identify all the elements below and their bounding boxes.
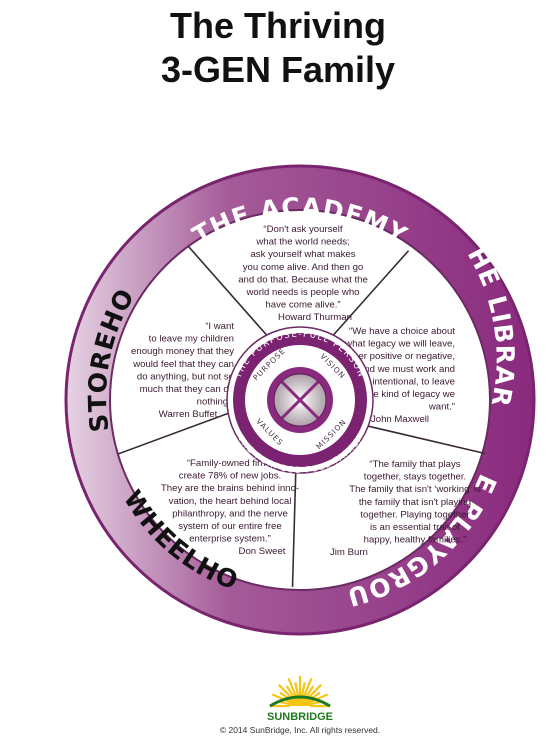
quote-line: together. Playing together (360, 509, 470, 520)
quote-playground: “The family that plays together, stays to… (330, 459, 481, 558)
quote-academy: “Don't ask yourself what the world needs;… (238, 224, 368, 323)
divider-academy-library (327, 250, 410, 342)
quote-author: Jim Burn (330, 547, 368, 558)
quote-line: “I want (205, 321, 234, 332)
sun-ray (294, 682, 300, 697)
sunbridge-logo: SUNBRIDGE (267, 676, 333, 723)
quote-line: be intentional, to leave (359, 376, 455, 387)
quote-line: you come alive. And then go (243, 262, 364, 273)
quote-line: nothing.” (197, 397, 234, 408)
quote-author: Howard Thurman (278, 312, 352, 323)
quote-line: “The family that plays (369, 459, 460, 470)
quote-line: enterprise system.” (189, 534, 271, 545)
quote-line: system of our entire free (178, 521, 281, 532)
quote-line: “Family-owned firms (187, 458, 274, 469)
quote-line: is an essential trait of (370, 522, 460, 533)
quote-library: “We have a choice about what legacy we wi… (343, 326, 455, 425)
sun-ray (285, 685, 296, 699)
divider-playground-wheelhouse (291, 463, 297, 588)
copyright-text: © 2014 SunBridge, Inc. All rights reserv… (220, 725, 380, 735)
quote-line: much that they can do (140, 384, 234, 395)
sun-ray (302, 677, 313, 698)
center-quartered-disk (267, 367, 333, 433)
quote-line: to leave my children (149, 334, 234, 345)
sun-ray (271, 693, 292, 704)
quote-line: ask yourself what makes (250, 249, 355, 260)
quote-line: have come alive.” (265, 300, 340, 311)
quote-line: “We have a choice about (349, 326, 455, 337)
quote-line: want.” (428, 402, 455, 413)
quote-line: philanthropy, and the nerve (172, 508, 288, 519)
title-line-1: The Thriving (170, 5, 386, 46)
quote-line: enough money that they (131, 346, 234, 357)
quote-wheelhouse: “Family-owned firms create 78% of new job… (161, 458, 299, 557)
quote-author: John Maxwell (371, 414, 429, 425)
quote-line: and do that. Because what the (238, 274, 368, 285)
quote-line: “Don't ask yourself (263, 224, 342, 235)
quote-line: the family that isn't playing (359, 497, 471, 508)
divider-library-playground (360, 423, 486, 455)
quote-line: either positive or negative, (343, 351, 455, 362)
sun-icon (270, 676, 330, 708)
quote-line: what legacy we will leave, (344, 339, 455, 350)
title-line-2: 3-GEN Family (160, 49, 396, 90)
quote-line: They are the brains behind inno- (161, 483, 299, 494)
quote-line: The family that isn't ‘working’ is (349, 484, 481, 495)
quote-line: vation, the heart behind local (169, 496, 292, 507)
quote-author: Warren Buffet (159, 409, 218, 420)
quote-line: happy, healthy families.” (364, 535, 467, 546)
quote-line: what the world needs; (255, 237, 349, 248)
sun-ray (287, 677, 298, 698)
segment-dividers (117, 245, 486, 588)
quote-line: would feel that they can (132, 359, 234, 370)
bridge-arc-icon (269, 695, 331, 708)
quote-line: together, stays together. (364, 472, 466, 483)
outer-ring-edge (64, 164, 536, 636)
divider-academy-storehouse (187, 245, 273, 342)
quote-line: world needs is people who (245, 287, 359, 298)
quote-line: the kind of legacy we (365, 389, 455, 400)
divider-wheelhouse-storehouse (117, 409, 238, 455)
quote-author: Don Sweet (239, 546, 286, 557)
sun-ray (308, 693, 329, 704)
sun-ray (300, 682, 306, 697)
brand-name: SUNBRIDGE (267, 711, 333, 723)
quote-line: do anything, but not so (137, 371, 234, 382)
quote-line: and we must work and (359, 364, 455, 375)
sun-ray (304, 685, 315, 699)
quote-line: create 78% of new jobs. (179, 471, 281, 482)
